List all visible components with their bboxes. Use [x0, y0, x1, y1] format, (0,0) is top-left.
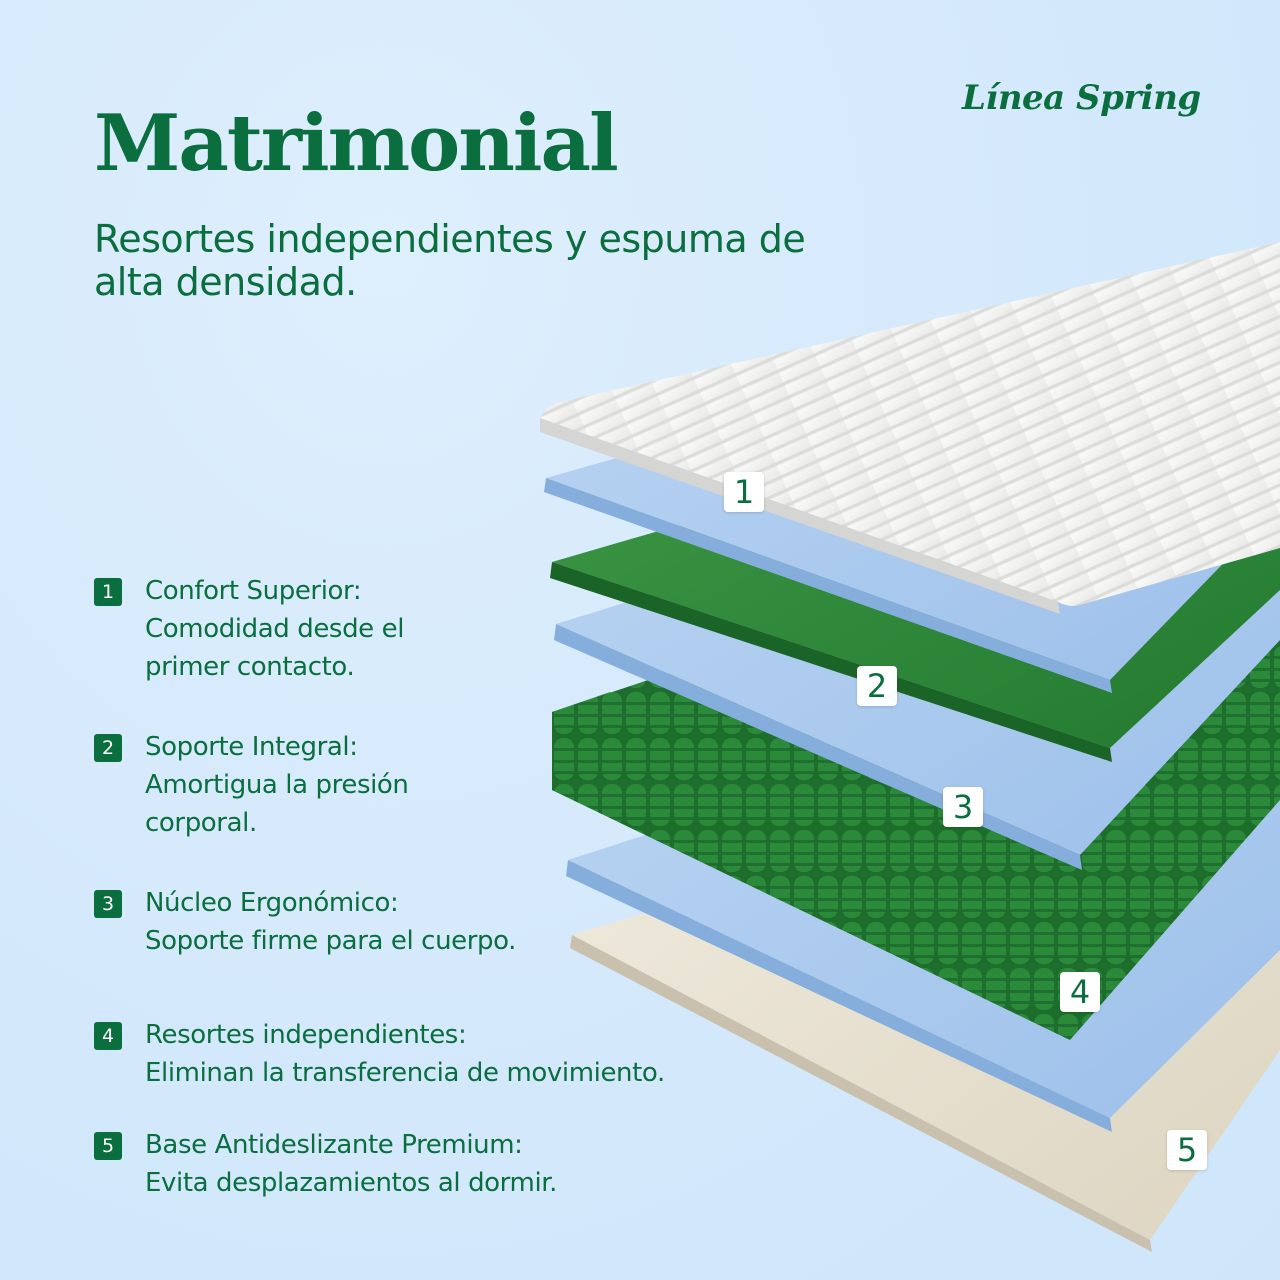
- feature-name: Confort Superior:: [145, 576, 362, 606]
- feature-desc-line: corporal.: [145, 808, 257, 838]
- feature-text: Confort Superior: Comodidad desde el pri…: [145, 572, 404, 686]
- feature-name: Base Antideslizante Premium:: [145, 1130, 523, 1160]
- feature-item-1: 1 Confort Superior: Comodidad desde el p…: [94, 572, 404, 686]
- layer-tag-5: 5: [1167, 1130, 1207, 1170]
- layer-top-comfort: [540, 242, 1280, 606]
- feature-desc-line: primer contacto.: [145, 652, 355, 682]
- layer-tag-2: 2: [857, 666, 897, 706]
- feature-desc-line: Comodidad desde el: [145, 614, 405, 644]
- brand-logo: Línea Spring: [962, 78, 1201, 118]
- feature-name: Soporte Integral:: [145, 732, 358, 762]
- feature-desc-line: Eliminan la transferencia de movimiento.: [145, 1058, 665, 1088]
- feature-item-5: 5 Base Antideslizante Premium: Evita des…: [94, 1126, 557, 1202]
- feature-number-badge: 5: [94, 1132, 122, 1160]
- feature-name: Núcleo Ergonómico:: [145, 888, 399, 918]
- feature-number-badge: 4: [94, 1022, 122, 1050]
- feature-text: Núcleo Ergonómico: Soporte firme para el…: [145, 884, 516, 960]
- feature-desc-line: Amortigua la presión: [145, 770, 409, 800]
- feature-number-badge: 2: [94, 734, 122, 762]
- layer-tag-1: 1: [724, 472, 764, 512]
- layer-tag-3: 3: [943, 787, 983, 827]
- feature-text: Resortes independientes: Eliminan la tra…: [145, 1016, 665, 1092]
- feature-number-badge: 3: [94, 890, 122, 918]
- feature-desc-line: Soporte firme para el cuerpo.: [145, 926, 517, 956]
- feature-item-2: 2 Soporte Integral: Amortigua la presión…: [94, 728, 409, 842]
- feature-desc-line: Evita desplazamientos al dormir.: [145, 1168, 558, 1198]
- layer-tag-4: 4: [1060, 972, 1100, 1012]
- feature-item-4: 4 Resortes independientes: Eliminan la t…: [94, 1016, 665, 1092]
- feature-item-3: 3 Núcleo Ergonómico: Soporte firme para …: [94, 884, 516, 960]
- page-subtitle: Resortes independientes y espuma de alta…: [94, 217, 806, 304]
- feature-text: Base Antideslizante Premium: Evita despl…: [145, 1126, 557, 1202]
- page-title: Matrimonial: [94, 98, 619, 189]
- feature-number-badge: 1: [94, 578, 122, 606]
- feature-text: Soporte Integral: Amortigua la presión c…: [145, 728, 409, 842]
- feature-name: Resortes independientes:: [145, 1020, 467, 1050]
